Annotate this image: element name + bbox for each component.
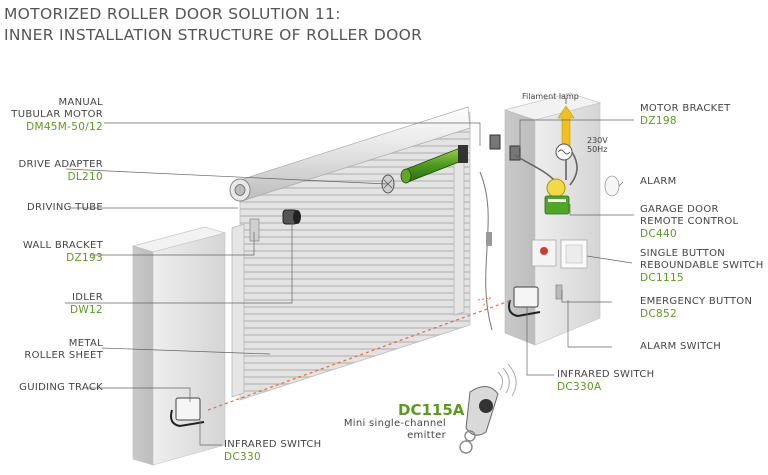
- label-code: DW12: [69, 304, 103, 316]
- label-name: INFRARED SWITCH: [224, 439, 322, 450]
- label-garage-door-remote-control: GARAGE DOOR REMOTE CONTROL DC440: [640, 204, 738, 240]
- remote-emitter: [459, 363, 517, 454]
- wall-bracket-part: [249, 218, 260, 242]
- label-name: EMERGENCY BUTTON: [640, 296, 753, 307]
- leader-lines: [65, 119, 634, 446]
- tubular-motor: [400, 145, 468, 184]
- label-infrared-switch-left: INFRARED SWITCH DC330: [224, 439, 321, 463]
- label-name-2: ROLLER SHEET: [24, 350, 103, 361]
- label-name: ALARM SWITCH: [640, 341, 722, 352]
- label-code: DZ198: [640, 115, 677, 127]
- label-code: DC330: [224, 451, 261, 463]
- label-name: METAL: [68, 338, 103, 349]
- label-voltage: 230V: [587, 136, 608, 145]
- motor-bracket-part-2: [509, 145, 521, 161]
- label-code: DL210: [67, 171, 103, 183]
- power-source: [555, 143, 573, 161]
- roller-drum: [229, 106, 471, 202]
- label-name-2: REMOTE CONTROL: [640, 216, 739, 227]
- label-wall-bracket: WALL BRACKET DZ193: [23, 240, 103, 264]
- label-code: DC852: [640, 308, 677, 320]
- label-name: IDLER: [72, 292, 103, 303]
- left-wall: [131, 226, 227, 466]
- label-name: GARAGE DOOR: [640, 204, 719, 215]
- label-drive-adapter: DRIVE ADAPTER DL210: [19, 159, 103, 183]
- label-name-2: TUBULAR MOTOR: [11, 109, 103, 120]
- label-name: SINGLE BUTTON: [640, 248, 726, 259]
- label-code: DC330A: [557, 381, 602, 393]
- infrared-switch-right: [508, 286, 541, 318]
- label-code: DC1115: [640, 272, 684, 284]
- label-manual-tubular-motor: MANUAL TUBULAR MOTOR DM45M-50/12: [11, 97, 103, 133]
- right-wall: [503, 92, 602, 346]
- alarm-part: [604, 175, 620, 197]
- label-frequency: 50Hz: [587, 145, 608, 154]
- label-driving-tube: DRIVING TUBE: [27, 202, 103, 214]
- label-name: DRIVING TUBE: [26, 202, 103, 213]
- label-single-button-switch: SINGLE BUTTON REBOUNDABLE SWITCH DC1115: [640, 248, 764, 284]
- label-code: DC440: [640, 228, 677, 240]
- guiding-track: [231, 151, 465, 398]
- label-filament-lamp: Filament lamp: [522, 92, 579, 101]
- remote-control-receiver: [544, 178, 570, 215]
- label-code: DM45M-50/12: [26, 121, 103, 133]
- label-name: WALL BRACKET: [22, 240, 103, 251]
- label-idler: IDLER DW12: [70, 292, 103, 316]
- label-metal-roller-sheet: METAL ROLLER SHEET: [24, 338, 103, 362]
- emitter-code: DC115A: [398, 401, 465, 419]
- label-name: INFRARED SWITCH: [557, 369, 655, 380]
- infrared-switch-left: [170, 397, 205, 428]
- label-motor-bracket: MOTOR BRACKET DZ198: [640, 103, 731, 127]
- label-name-2: REBOUNDABLE SWITCH: [640, 260, 764, 271]
- label-emitter: Mini single-channel emitter: [344, 418, 446, 442]
- rope-handle: [486, 232, 492, 246]
- label-desc-1: Mini single-channel: [343, 418, 446, 429]
- page-title-line-2: INNER INSTALLATION STRUCTURE OF ROLLER D…: [4, 26, 423, 44]
- label-alarm: ALARM: [640, 176, 677, 188]
- label-name: ALARM: [640, 176, 677, 187]
- filament-lamp: [557, 98, 575, 151]
- label-code: DZ193: [66, 252, 103, 264]
- single-button-switch-part: [560, 239, 588, 269]
- manual-rope: [479, 171, 493, 331]
- label-desc-2: emitter: [407, 430, 446, 441]
- alarm-switch-part: [555, 284, 563, 300]
- emergency-button-part: [531, 239, 557, 267]
- page-title-line-1: MOTORIZED ROLLER DOOR SOLUTION 11:: [4, 5, 341, 23]
- label-name: GUIDING TRACK: [19, 382, 103, 393]
- label-name: DRIVE ADAPTER: [18, 159, 103, 170]
- label-infrared-switch-right: INFRARED SWITCH DC330A: [557, 369, 654, 393]
- idler-part: [282, 209, 301, 225]
- motor-bracket-part: [489, 134, 501, 150]
- label-name: MOTOR BRACKET: [640, 103, 731, 114]
- label-emergency-button: EMERGENCY BUTTON DC852: [640, 296, 752, 320]
- label-name: MANUAL: [58, 97, 103, 108]
- label-guiding-track: GUIDING TRACK: [19, 382, 103, 394]
- label-alarm-switch: ALARM SWITCH: [640, 341, 721, 353]
